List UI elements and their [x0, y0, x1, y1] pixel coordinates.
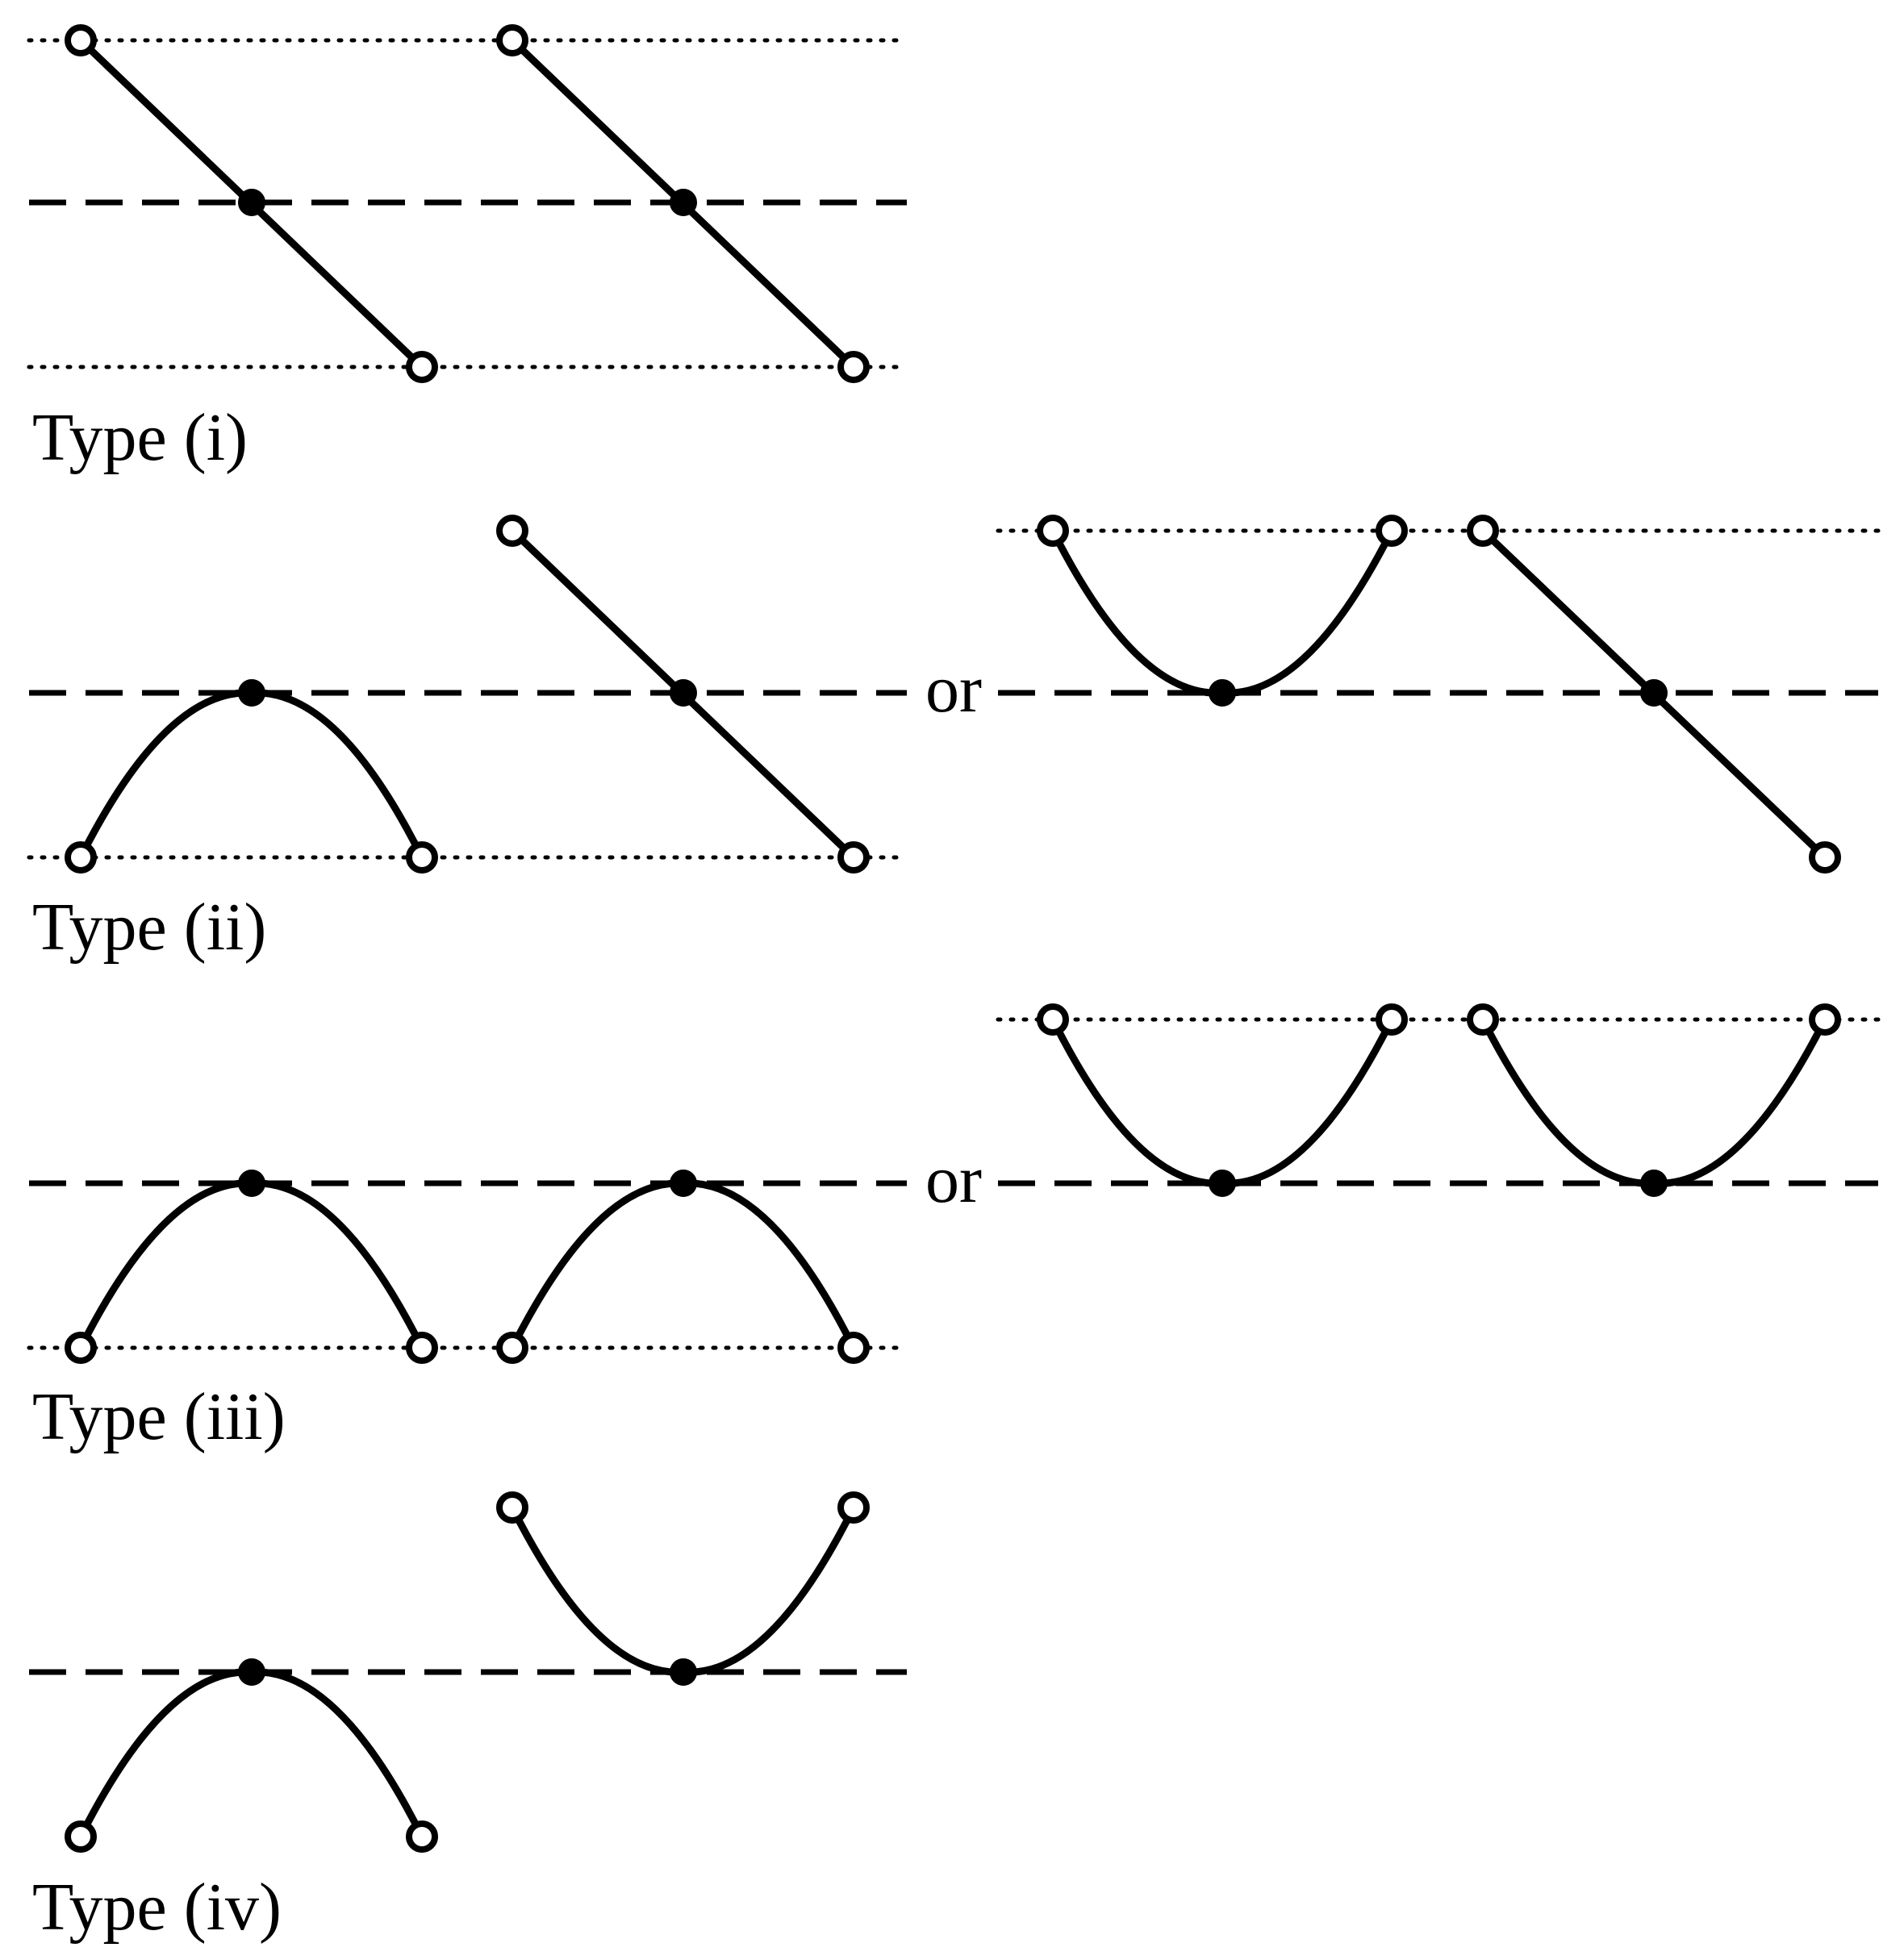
- dip-arc: [508, 1503, 858, 1676]
- endpoint-open: [65, 1332, 97, 1364]
- type-ii-panel: or Type (ii): [27, 515, 1881, 965]
- endpoint-open: [1037, 1003, 1069, 1036]
- endpoint-open: [406, 1820, 438, 1853]
- dip-arc: [1049, 527, 1396, 697]
- hump-arc: [508, 1179, 858, 1352]
- type-ii-label: Type (ii): [32, 890, 266, 965]
- hump-arc: [77, 1179, 426, 1352]
- type-iii-panel: or Type (iii): [27, 1003, 1881, 1454]
- endpoint-open: [496, 24, 528, 56]
- crossing-point: [670, 189, 697, 216]
- endpoint-open: [406, 1332, 438, 1364]
- hump-arc: [77, 1668, 426, 1841]
- crossing-point: [238, 679, 265, 707]
- endpoint-open: [1467, 1003, 1499, 1036]
- endpoint-open: [65, 24, 97, 56]
- endpoint-open: [837, 1491, 870, 1524]
- endpoint-open: [496, 515, 528, 547]
- dip-arc: [1049, 1015, 1396, 1187]
- crossing-point: [1640, 679, 1668, 707]
- crossing-point: [238, 1658, 265, 1686]
- crossing-point: [238, 189, 265, 216]
- endpoint-open: [65, 1820, 97, 1853]
- endpoint-open: [496, 1332, 528, 1364]
- crossing-point: [1209, 1170, 1236, 1197]
- crossing-point: [238, 1170, 265, 1197]
- endpoint-open: [406, 841, 438, 874]
- hump-arc: [77, 689, 426, 861]
- endpoint-open: [837, 841, 870, 874]
- endpoint-open: [1376, 1003, 1408, 1036]
- type-i-panel: Type (i): [27, 24, 909, 475]
- or-label: or: [925, 1142, 982, 1217]
- crossing-point: [1209, 679, 1236, 707]
- endpoint-open: [1809, 1003, 1841, 1036]
- type-iv-panel: Type (iv): [29, 1491, 907, 1945]
- crossing-point: [670, 1170, 697, 1197]
- endpoint-open: [837, 351, 870, 383]
- endpoint-open: [1376, 515, 1408, 547]
- endpoint-open: [65, 841, 97, 874]
- crossing-point: [670, 679, 697, 707]
- endpoint-open: [837, 1332, 870, 1364]
- endpoint-open: [1809, 841, 1841, 874]
- type-iii-label: Type (iii): [32, 1379, 286, 1454]
- dip-arc: [1479, 1015, 1829, 1187]
- endpoint-open: [406, 351, 438, 383]
- crossing-point: [670, 1658, 697, 1686]
- endpoint-open: [496, 1491, 528, 1524]
- crossing-point: [1640, 1170, 1668, 1197]
- or-label: or: [925, 652, 982, 727]
- type-i-label: Type (i): [32, 400, 248, 475]
- type-iv-label: Type (iv): [32, 1870, 282, 1945]
- endpoint-open: [1467, 515, 1499, 547]
- endpoint-open: [1037, 515, 1069, 547]
